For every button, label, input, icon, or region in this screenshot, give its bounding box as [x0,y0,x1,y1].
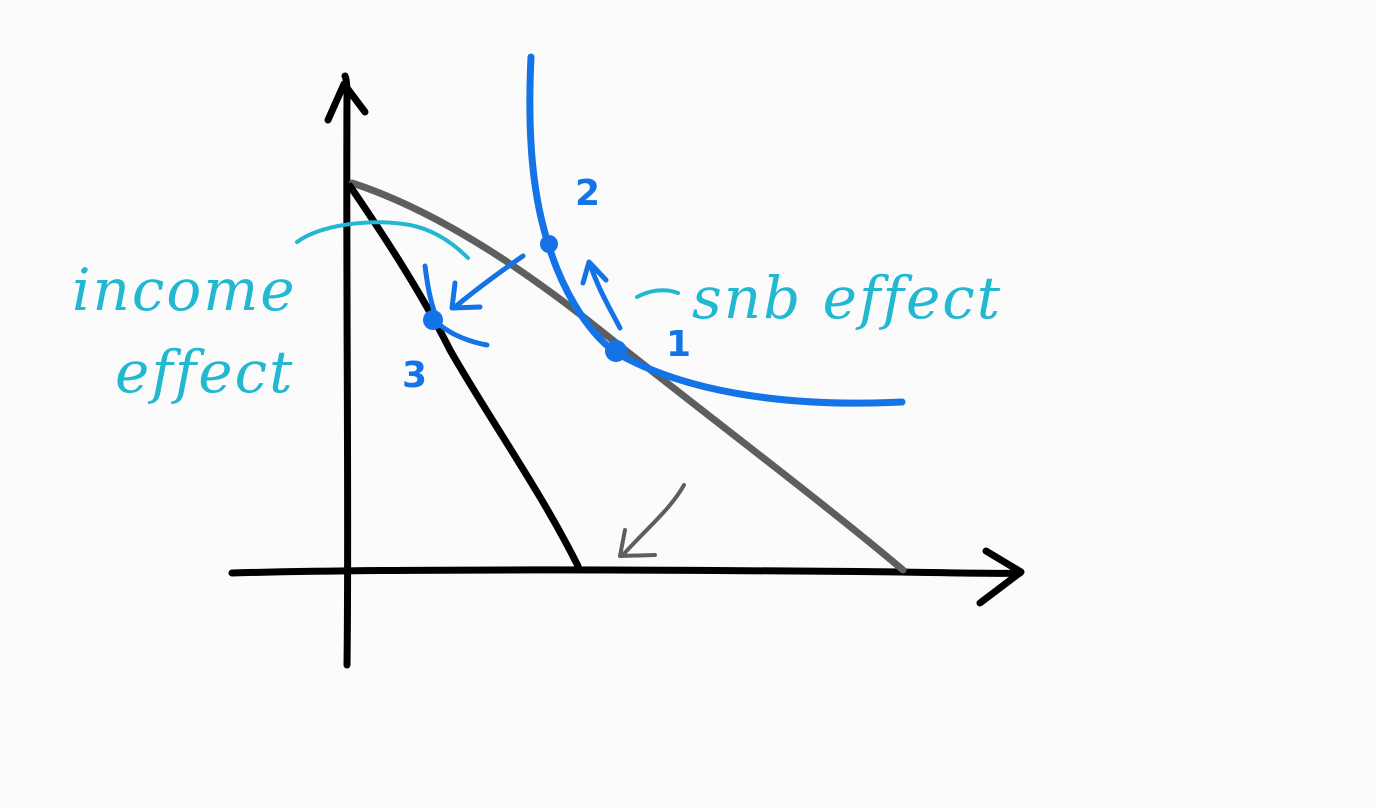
point-2-label: 2 [575,173,600,214]
y-axis [341,72,352,669]
income-effect-label-line1: income [72,256,297,324]
axes [228,72,1025,669]
original-budget-line [348,179,907,574]
substitution-arrow [580,259,623,331]
substitution-label-tick [635,288,680,299]
x-axis-arrowhead [976,547,1025,607]
substitution-effect-label: snb effect [692,264,1002,332]
point-1-marker [605,340,627,362]
point-1-label: 1 [666,324,691,365]
income-arrow [449,253,526,311]
income-label-bracket [295,220,470,260]
indifference-curve [526,53,906,407]
new-budget-line [346,182,582,570]
point-3-marker [423,310,443,330]
y-axis-arrowhead [324,80,369,124]
point-3-label: 3 [402,355,427,396]
x-axis [228,566,1024,577]
income-effect-label-line2: effect [115,338,294,406]
point-2-marker [540,235,558,253]
budget-rotation-arrow [618,483,686,558]
